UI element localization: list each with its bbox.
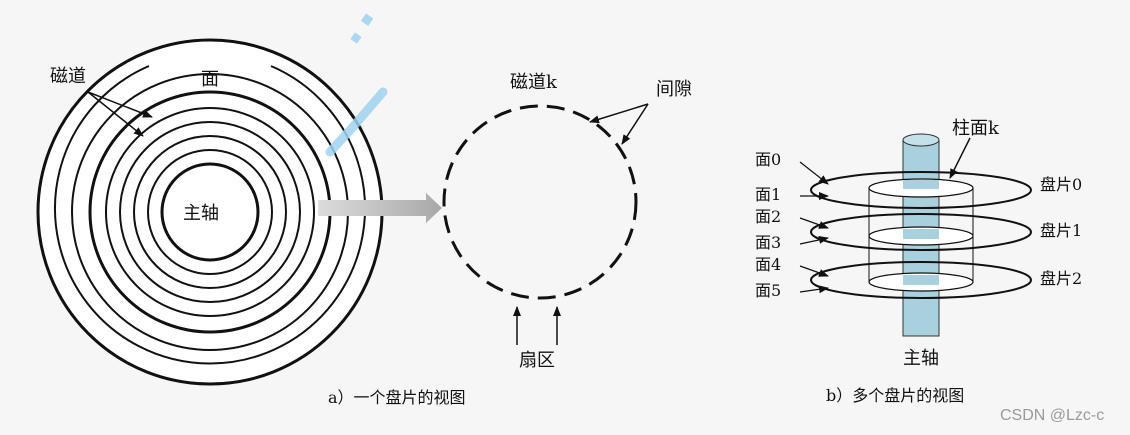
track-k-circle (442, 104, 638, 300)
sector-label: 扇区 (519, 350, 555, 371)
cylinder-pointer (949, 137, 971, 179)
transition-arrow (318, 193, 442, 223)
spindle-top (902, 133, 940, 147)
spindle-label-right: 主轴 (903, 348, 939, 369)
surface-0-pointer (799, 161, 829, 185)
multi-platter: 柱面k 面0 面1 面2 面3 面4 面5 盘片0 盘片1 盘片2 主轴 (755, 118, 1082, 369)
surface-2-pointer (799, 217, 829, 229)
single-platter: 磁道 面 主轴 (36, 38, 384, 386)
track-label: 磁道 (50, 66, 86, 87)
track-ring-7 (147, 149, 273, 275)
surface-label: 面 (201, 69, 219, 90)
spindle-label: 主轴 (183, 203, 219, 224)
track-ring-6 (133, 135, 287, 289)
spindle-segment-1 (903, 229, 939, 239)
surface-4-pointer (799, 265, 829, 277)
spindle-hub (160, 162, 260, 262)
track-k-label: 磁道k (510, 72, 558, 93)
track-ring-1 (54, 65, 366, 365)
gap-pointer-1 (589, 103, 649, 124)
platter-1-label: 盘片1 (1040, 221, 1082, 240)
caption-a: a）一个盘片的视图 (328, 388, 466, 407)
caption-b: b）多个盘片的视图 (826, 386, 964, 405)
gap-label: 间隙 (656, 79, 692, 100)
track-pointer-2 (87, 91, 144, 137)
platter-2 (810, 261, 1032, 299)
watermark-stroke (325, 13, 388, 157)
platter-2-label: 盘片2 (1040, 269, 1082, 288)
spindle-segment-0 (903, 180, 939, 189)
track-ring-5 (119, 121, 301, 303)
surface-0-label: 面0 (755, 150, 781, 169)
platter-1 (810, 213, 1032, 251)
platter-0 (810, 171, 1032, 209)
surface-1-label: 面1 (755, 185, 781, 204)
surface-3-label: 面3 (755, 233, 781, 252)
surface-5-label: 面5 (755, 281, 781, 300)
spindle-segment-2 (903, 275, 939, 285)
cylinder-k-label: 柱面k (952, 118, 1000, 139)
gap-pointer-2 (621, 103, 649, 145)
csdn-watermark: CSDN @Lzc-c (1000, 407, 1104, 424)
platter-0-label: 盘片0 (1040, 175, 1082, 194)
surface-4-label: 面4 (755, 255, 781, 274)
track-pointer-1 (87, 91, 153, 118)
track-ring-4 (105, 107, 315, 317)
surface-3-pointer (799, 235, 829, 245)
track-sectors: 磁道k 间隙 扇区 (442, 72, 692, 371)
surface-2-label: 面2 (755, 207, 781, 226)
surface-5-pointer (799, 285, 829, 294)
